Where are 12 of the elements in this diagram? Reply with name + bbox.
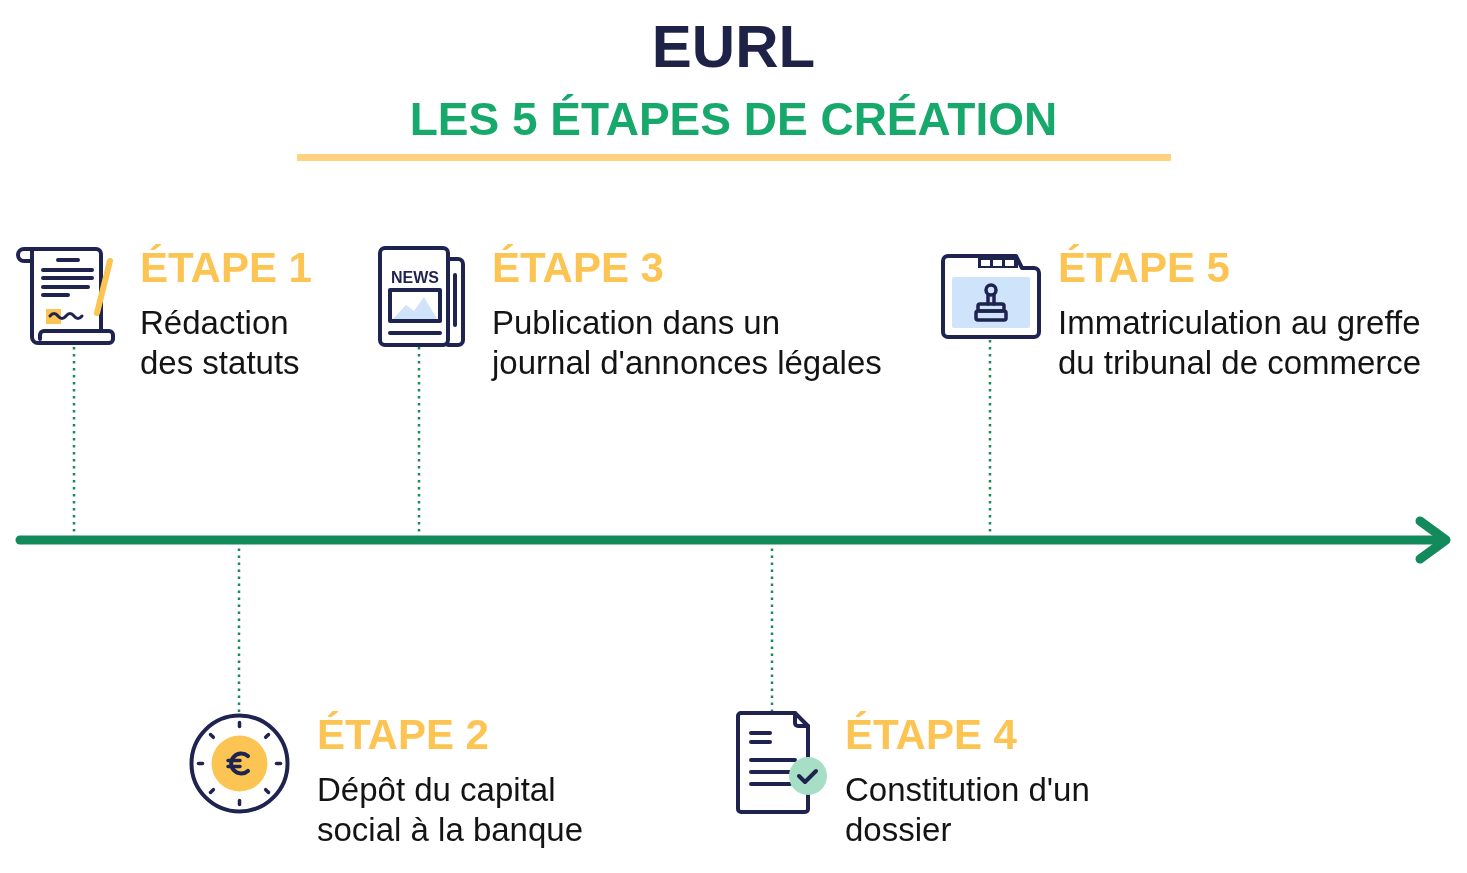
step-description: Rédaction des statuts xyxy=(140,303,300,383)
step-heading: ÉTAPE 2 xyxy=(317,712,489,758)
step-heading: ÉTAPE 3 xyxy=(492,245,664,291)
page-title: EURL xyxy=(650,15,817,79)
step-description: Immatriculation au greffe du tribunal de commerce xyxy=(1058,303,1422,383)
step-heading: ÉTAPE 1 xyxy=(140,245,312,291)
step-description: Dépôt du capital social à la banque xyxy=(317,770,584,850)
step-heading: ÉTAPE 4 xyxy=(845,712,1017,758)
page-subtitle: LES 5 ÉTAPES DE CRÉATION xyxy=(408,94,1059,144)
step-description: Constitution d'un dossier xyxy=(845,770,1090,850)
step-description: Publication dans un journal d'annonces légales xyxy=(492,303,882,383)
step-heading: ÉTAPE 5 xyxy=(1058,245,1230,291)
